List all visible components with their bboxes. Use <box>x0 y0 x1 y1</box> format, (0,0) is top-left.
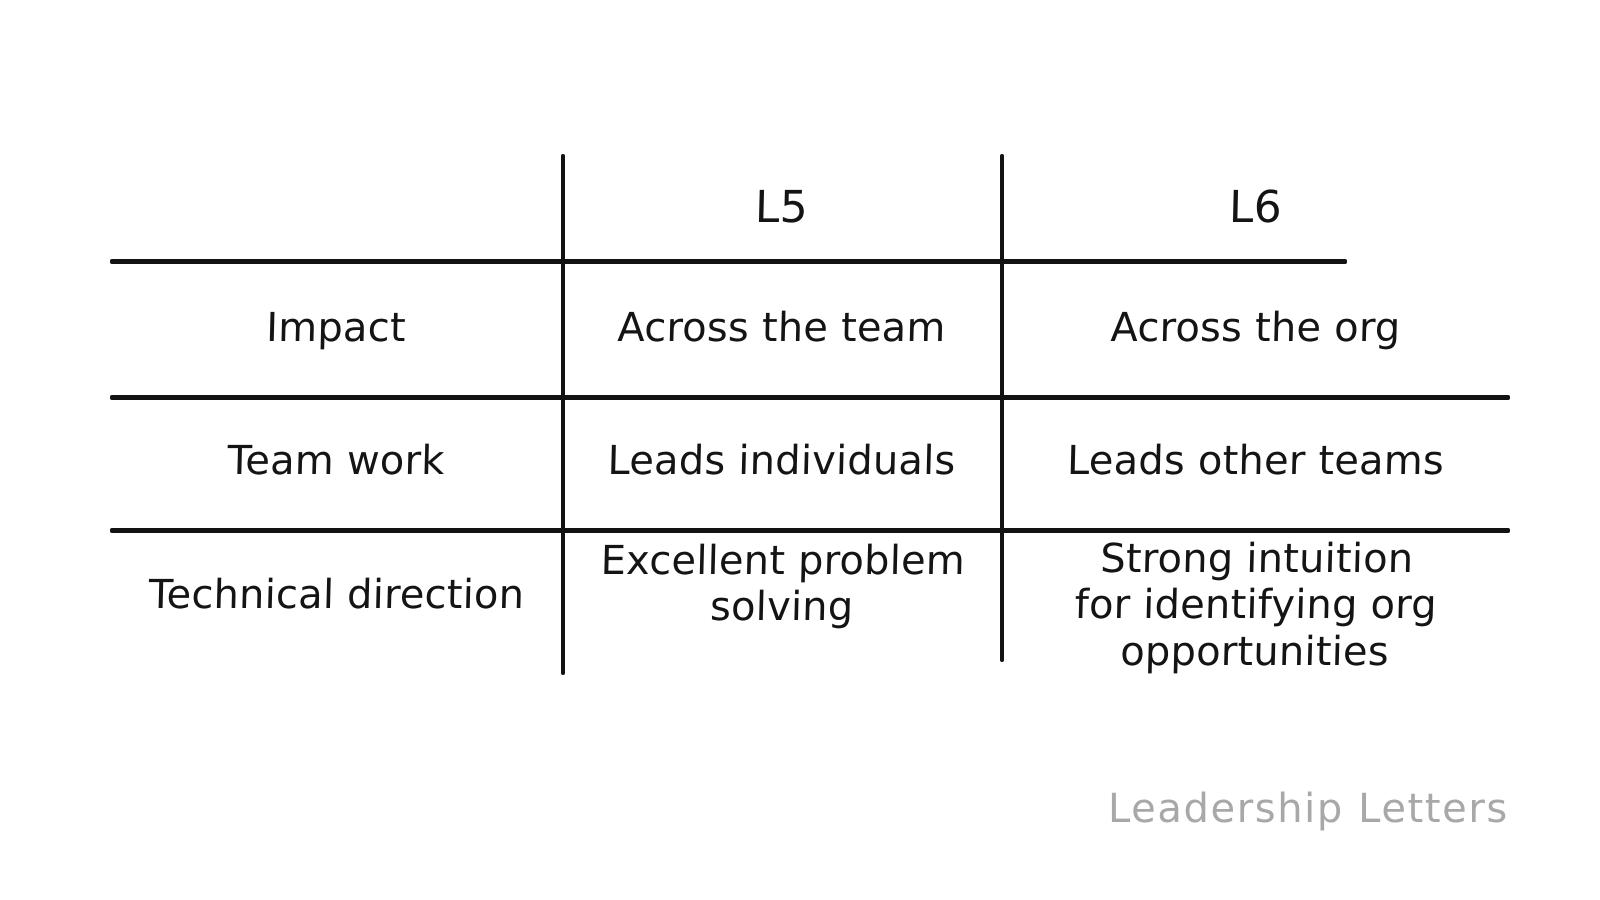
column-divider-l5-l6 <box>1000 154 1004 662</box>
row-label-impact: Impact <box>265 304 407 351</box>
column-header-l5: L5 <box>754 181 809 233</box>
cell-technical-direction-l6: Strong intuition for identifying org opp… <box>1074 536 1438 675</box>
cell-impact-l6: Across the org <box>1110 304 1401 351</box>
row-label-technical-direction: Technical direction <box>148 572 525 619</box>
row-label-team-work: Team work <box>226 438 446 485</box>
header-separator-rule <box>110 259 1347 264</box>
cell-team-work-l6: Leads other teams <box>1066 438 1445 485</box>
cell-impact-l5: Across the team <box>616 304 947 351</box>
cell-technical-direction-l5: Excellent problem solving <box>600 538 966 631</box>
watermark-leadership-letters: Leadership Letters <box>1108 786 1509 832</box>
cell-team-work-l5: Leads individuals <box>606 438 957 485</box>
column-header-l6: L6 <box>1228 181 1283 233</box>
column-divider-label-l5 <box>561 154 565 675</box>
row2-separator-rule <box>110 528 1510 533</box>
row1-separator-rule <box>110 395 1510 400</box>
